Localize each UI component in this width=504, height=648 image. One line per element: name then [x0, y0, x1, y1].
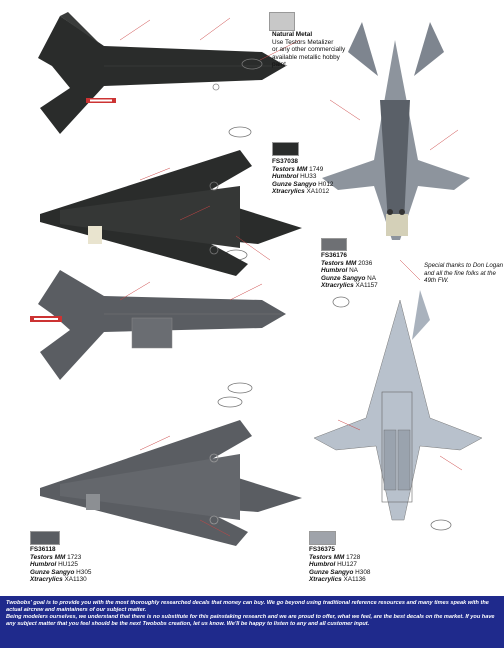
- fs36118-value-2: HU125: [58, 561, 78, 569]
- fs36176-brand-3: Gunze Sangyo: [321, 274, 366, 282]
- fs37038-paint-list: FS37038 Testors MM 1749 Humbrol HU33 Gun…: [272, 158, 372, 196]
- fs36118-value-3: H305: [76, 568, 92, 576]
- fs36375-brand-2: Humbrol: [309, 561, 336, 569]
- fs36118-value-4: XA1130: [64, 576, 87, 584]
- swatch-fs37038: [272, 142, 299, 156]
- fs37038-value-4: XA1012: [306, 188, 330, 196]
- natural-metal-line-1: Use Testors Metalizer: [272, 38, 334, 46]
- fs37038-value-1: 1749: [309, 165, 324, 173]
- swatch-fs36375: [309, 531, 336, 545]
- fs36375-value-1: 1728: [346, 553, 361, 561]
- fs36176-value-2: NA: [349, 267, 358, 275]
- fs36118-value-1: 1723: [67, 553, 82, 561]
- fs36118-brand-3: Gunze Sangyo: [30, 568, 75, 576]
- planform-2: [40, 150, 302, 276]
- aircraft-artwork: [30, 12, 483, 546]
- fs37038-code: FS37038: [272, 158, 298, 165]
- fs36176-brand-1: Testors MM: [321, 259, 357, 267]
- footer-banner: Twobobs' goal is to provide you with the…: [0, 596, 504, 648]
- fs36176-value-1: 2036: [358, 259, 373, 267]
- profile-side-3: [30, 270, 286, 380]
- fs36375-brand-4: Xtracrylics: [309, 576, 342, 584]
- fs37038-value-3: H012: [318, 180, 334, 188]
- fs36375-brand-3: Gunze Sangyo: [309, 568, 354, 576]
- fs37038-brand-1: Testors MM: [272, 165, 308, 173]
- fs36176-paint-list: FS36176 Testors MM 2036 Humbrol NA Gunze…: [321, 252, 421, 290]
- swatch-fs36118: [30, 531, 60, 545]
- natural-metal-note: Natural Metal Use Testors Metalizer or a…: [272, 31, 382, 69]
- planform-4: [40, 420, 302, 546]
- natural-metal-line-3: available metallic hobby: [272, 53, 340, 61]
- fs36176-brand-4: Xtracrylics: [321, 282, 354, 290]
- fs37038-brand-4: Xtracrylics: [272, 188, 305, 196]
- fs37038-value-2: HU33: [300, 173, 317, 181]
- fs36118-brand-4: Xtracrylics: [30, 576, 63, 584]
- swatch-natural-metal: [269, 12, 295, 31]
- fs37038-brand-3: Gunze Sangyo: [272, 180, 317, 188]
- fs36176-value-4: XA1157: [355, 282, 378, 290]
- fs36176-code: FS36176: [321, 252, 347, 259]
- thanks-note: Special thanks to Don Logan and all the …: [424, 262, 504, 285]
- fs36375-value-4: XA1136: [343, 576, 366, 584]
- bay-1: [88, 226, 102, 244]
- footer-paragraph-1: Twobobs' goal is to provide you with the…: [6, 600, 489, 613]
- fs36118-code: FS36118: [30, 546, 56, 553]
- fs36176-brand-2: Humbrol: [321, 267, 348, 275]
- fs36118-paint-list: FS36118 Testors MM 1723 Humbrol HU125 Gu…: [30, 546, 130, 584]
- fs36375-brand-1: Testors MM: [309, 553, 345, 561]
- fs36176-value-3: NA: [367, 274, 377, 282]
- fs36375-value-3: H308: [355, 568, 371, 576]
- fs36375-value-2: HU127: [337, 561, 357, 569]
- fs36375-code: FS36375: [309, 546, 335, 553]
- footer-paragraph-2: Being modelers ourselves, we understand …: [6, 614, 495, 627]
- top-view: [322, 22, 470, 281]
- natural-metal-line-2: or any other commercially: [272, 46, 346, 54]
- fs36375-paint-list: FS36375 Testors MM 1728 Humbrol HU127 Gu…: [309, 546, 409, 584]
- natural-metal-line-4: paint.: [272, 61, 288, 69]
- bottom-view: [313, 290, 483, 521]
- profile-side-1: [38, 12, 301, 134]
- swatch-fs36176: [321, 238, 347, 251]
- fs36118-brand-1: Testors MM: [30, 553, 66, 561]
- fs37038-brand-2: Humbrol: [272, 173, 299, 181]
- fs36118-brand-2: Humbrol: [30, 561, 57, 569]
- natural-metal-title: Natural Metal: [272, 31, 313, 38]
